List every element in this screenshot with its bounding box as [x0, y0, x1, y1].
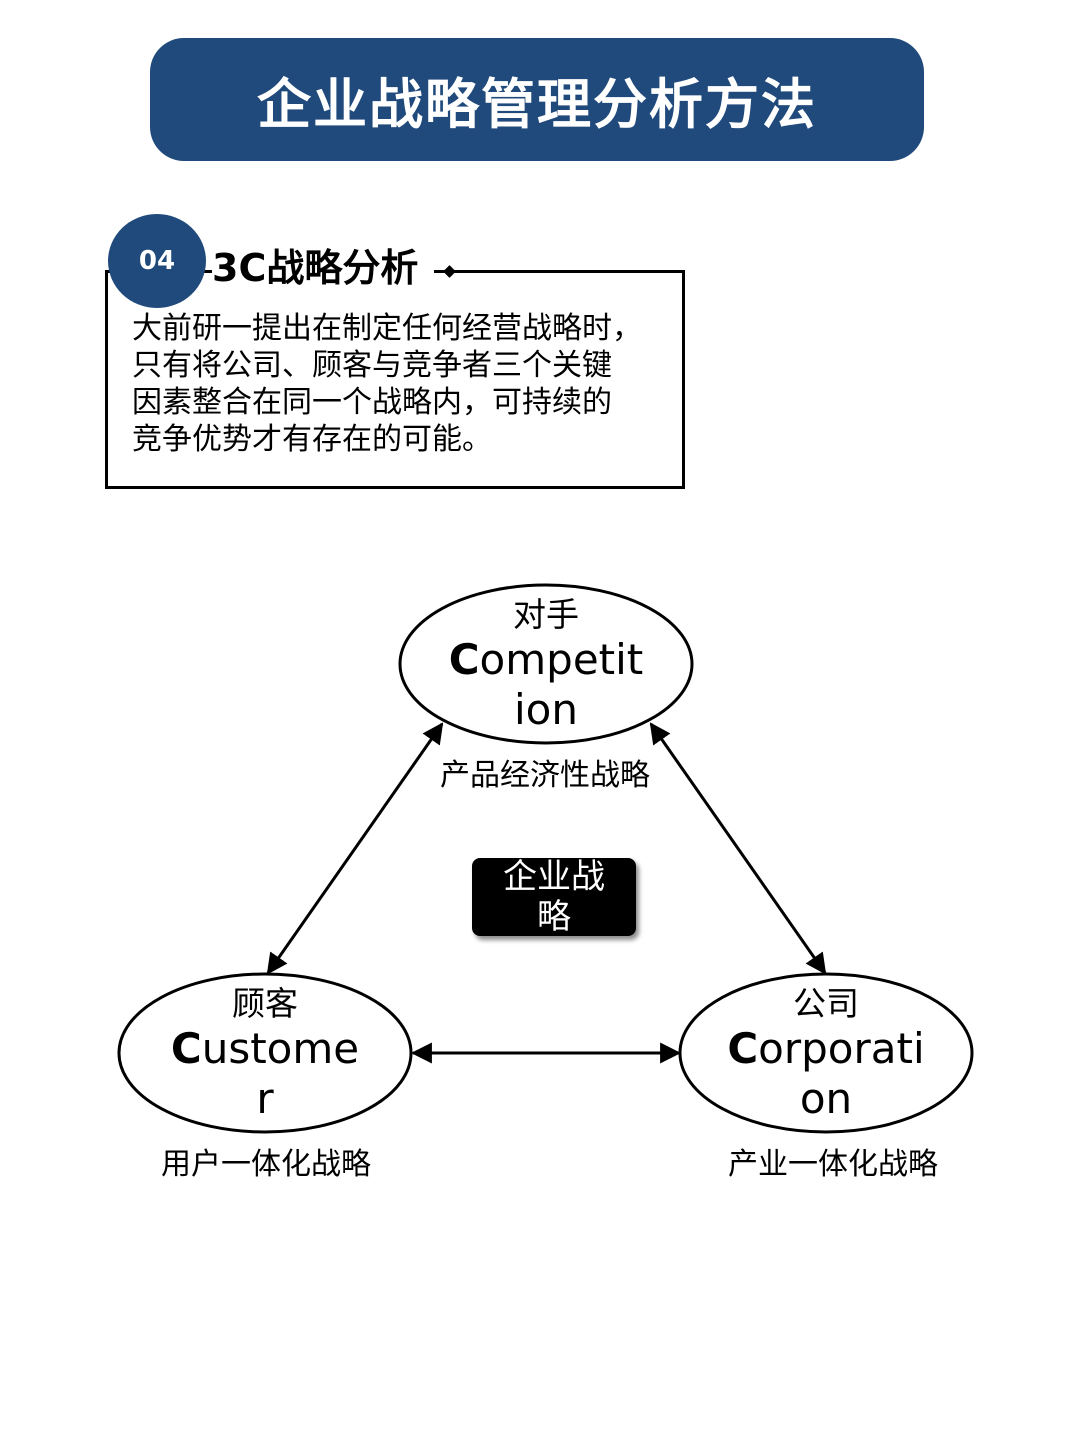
description-line: 因素整合在同一个战略内，可持续的 — [132, 385, 612, 420]
header-banner: 企业战略管理分析方法 — [150, 38, 924, 161]
customer-strategy: 用户一体化战略 — [161, 1147, 371, 1182]
corporation-en-initial: C — [727, 1024, 759, 1073]
section-number-badge: 04 — [108, 214, 206, 308]
arrow-competition-corporation — [649, 722, 827, 975]
description-line: 只有将公司、顾客与竞争者三个关键 — [132, 348, 612, 383]
arrow-competition-customer — [266, 722, 444, 975]
center-strategy-label: 企业战略 — [503, 857, 605, 937]
corporation-en-label: Corporati — [680, 1024, 972, 1074]
customer-node: 顾客 Custome r — [119, 984, 411, 1124]
corporation-strategy: 产业一体化战略 — [728, 1147, 938, 1182]
section-description: 大前研一提出在制定任何经营战略时， 只有将公司、顾客与竞争者三个关键 因素整合在… — [132, 310, 672, 458]
section-number: 04 — [138, 246, 176, 276]
competition-en-initial: C — [448, 635, 480, 684]
competition-en-label: Competit — [400, 635, 692, 685]
description-line: 大前研一提出在制定任何经营战略时， — [132, 311, 642, 346]
competition-en-line1: ompetit — [479, 635, 644, 684]
corporation-en-line2: on — [799, 1074, 853, 1123]
customer-en-label: Custome — [119, 1024, 411, 1074]
customer-cn-label: 顾客 — [232, 984, 298, 1023]
corporation-en-line1: orporati — [758, 1024, 925, 1073]
competition-node: 对手 Competit ion — [400, 595, 692, 735]
corporation-cn-label: 公司 — [793, 984, 859, 1023]
page-title: 企业战略管理分析方法 — [257, 73, 817, 136]
customer-en-line1: ustome — [201, 1024, 360, 1073]
customer-en-line2: r — [256, 1074, 274, 1123]
description-line: 竞争优势才有存在的可能。 — [132, 422, 492, 457]
section-box — [105, 270, 685, 489]
customer-en-initial: C — [170, 1024, 202, 1073]
competition-ellipse — [398, 583, 694, 745]
corporation-node: 公司 Corporati on — [680, 984, 972, 1124]
competition-strategy: 产品经济性战略 — [440, 758, 650, 793]
competition-cn-label: 对手 — [513, 595, 579, 634]
section-title: 3C战略分析 — [212, 240, 435, 296]
center-strategy-box: 企业战略 — [472, 857, 636, 937]
competition-en-line2: ion — [514, 685, 578, 734]
